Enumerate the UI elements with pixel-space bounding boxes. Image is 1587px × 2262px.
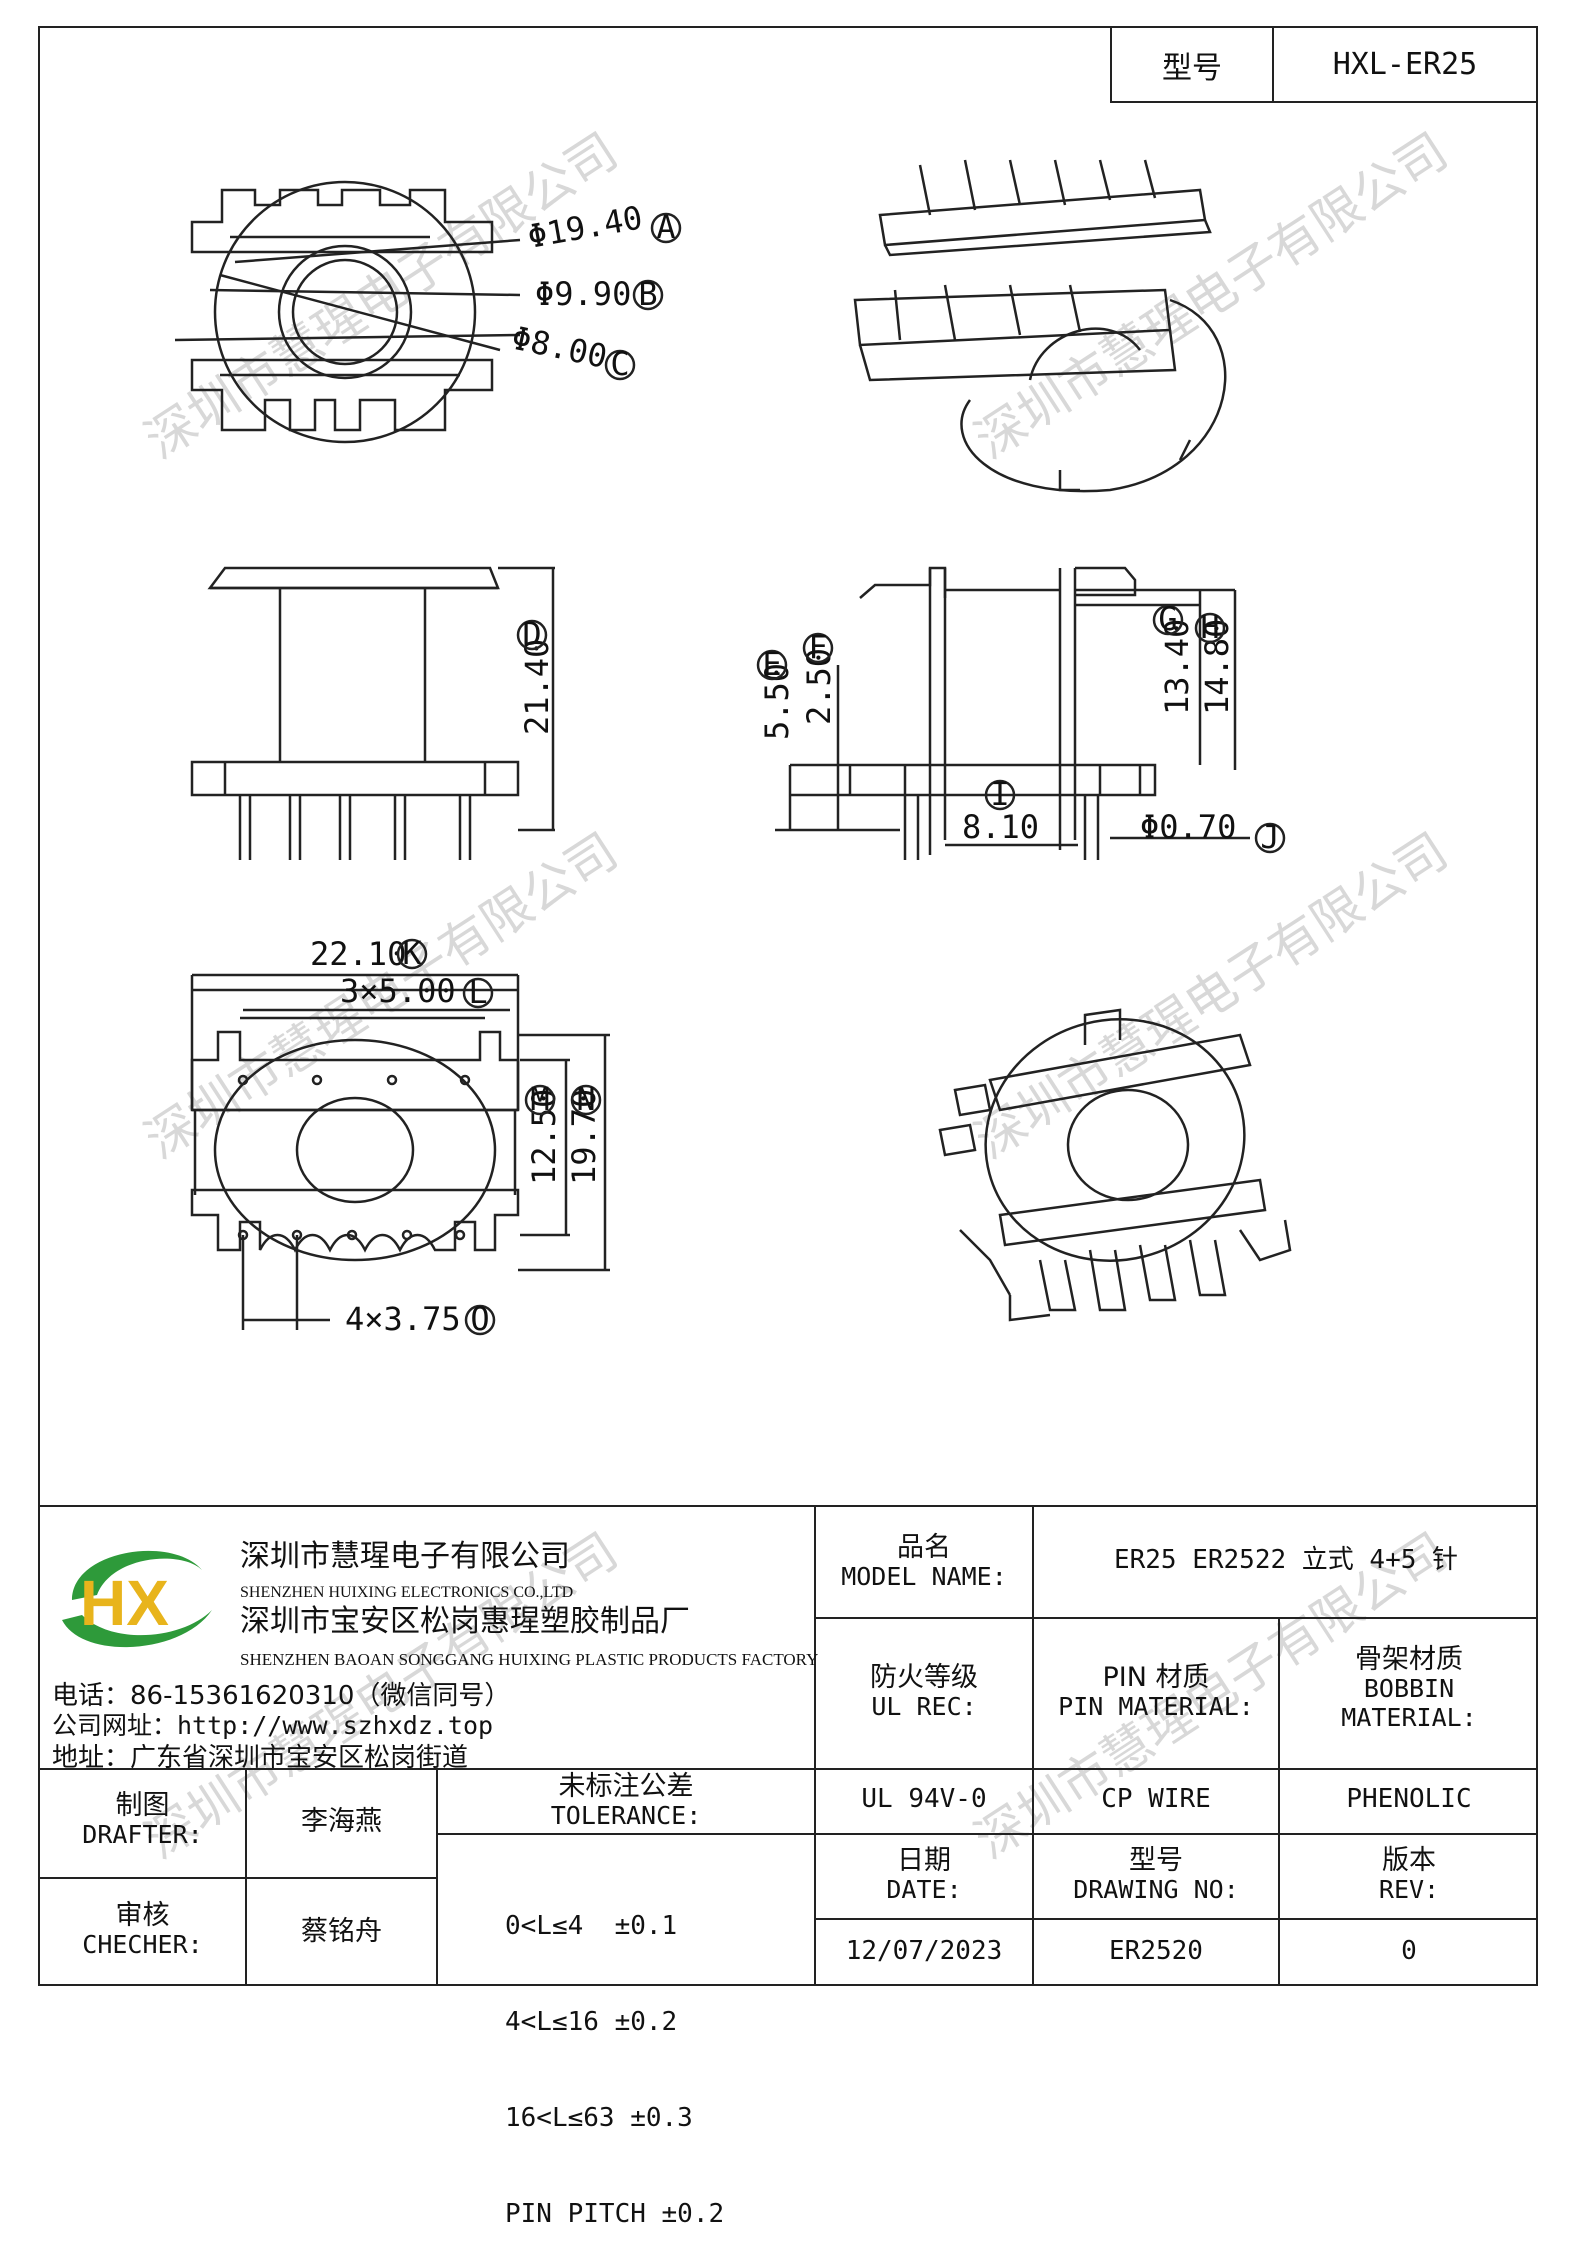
- dim-h: 14.80: [1198, 619, 1236, 715]
- watermark-2: 深圳市慧瑆电子有限公司: [965, 122, 1458, 470]
- dim-i: 8.10: [962, 808, 1039, 846]
- company-name-cn: 深圳市慧瑆电子有限公司: [240, 1539, 570, 1574]
- tb-hline-tol: [436, 1833, 814, 1835]
- drawing-no-label: 型号 DRAWING NO:: [1073, 1845, 1239, 1905]
- tb-vline-2: [1032, 1505, 1034, 1986]
- tolerance-values: 0<L≤4 ±0.1 4<L≤16 ±0.2 16<L≤63 ±0.3 PIN …: [505, 1846, 805, 2262]
- dim-f-mark: F: [808, 628, 827, 666]
- rev-label: 版本 REV:: [1378, 1845, 1440, 1905]
- factory-name-en: SHENZHEN BAOAN SONGGANG HUIXING PLASTIC …: [240, 1650, 819, 1669]
- logo-swoosh-bottom: [62, 1610, 212, 1648]
- tolerance-line-4: PIN PITCH ±0.2: [505, 2199, 725, 2229]
- dim-e-mark: E: [762, 645, 781, 683]
- side-view: [190, 566, 555, 860]
- dim-k-mark: K: [402, 934, 422, 972]
- logo-text: HX: [80, 1567, 169, 1639]
- logo-swoosh-top: [72, 1550, 202, 1600]
- bottom-view: [190, 973, 610, 1330]
- technical-drawing: 深圳市慧瑆电子有限公司 深圳市慧瑆电子有限公司 深圳市慧瑆电子有限公司 深圳市慧…: [135, 122, 1458, 1870]
- drawing-no-value: ER2520: [1109, 1936, 1203, 1966]
- front-view: [775, 566, 1250, 860]
- model-label: 型号: [1112, 28, 1274, 101]
- dim-o-mark: O: [470, 1300, 489, 1338]
- company-website: 公司网址：http://www.szhxdz.top: [52, 1711, 494, 1740]
- tolerance-label: 未标注公差 TOLERANCE:: [550, 1771, 702, 1831]
- isometric-view-2: [938, 1008, 1292, 1322]
- dim-b-mark: B: [638, 275, 657, 313]
- tb-vline-left2: [436, 1768, 438, 1986]
- watermark-4: 深圳市慧瑆电子有限公司: [965, 822, 1458, 1170]
- bobbin-material-value: PHENOLIC: [1346, 1784, 1472, 1814]
- tb-hline-r3: [814, 1833, 1538, 1835]
- rev-value: 0: [1401, 1936, 1417, 1966]
- model-name-value: ER25 ER2522 立式 4+5 针: [1113, 1545, 1459, 1575]
- date-value: 12/07/2023: [845, 1936, 1003, 1966]
- company-address: 地址：广东省深圳市宝安区松岗街道: [52, 1743, 469, 1773]
- fire-rating-value: UL 94V-0: [861, 1784, 987, 1814]
- dim-c: Φ8.00: [508, 319, 610, 376]
- company-phone: 电话：86-15361620310（微信同号）: [52, 1681, 511, 1711]
- dim-o: 4×3.75: [345, 1300, 461, 1338]
- tb-hline-r1: [814, 1617, 1538, 1619]
- tb-hline-left: [38, 1877, 436, 1879]
- dim-j-mark: J: [1260, 818, 1279, 856]
- dim-d-mark: D: [522, 615, 541, 653]
- drafter-label: 制图 DRAFTER:: [82, 1790, 203, 1850]
- checker-label: 审核 CHECHER:: [82, 1900, 203, 1960]
- drawing-frame: [38, 26, 1538, 1986]
- model-box: 型号 HXL-ER25: [1110, 26, 1538, 103]
- pin-material-label: PIN 材质 PIN MATERIAL:: [1058, 1662, 1254, 1722]
- drafter-value: 李海燕: [301, 1806, 382, 1837]
- isometric-view-1: [853, 159, 1227, 493]
- dim-l-mark: L: [468, 973, 487, 1011]
- company-logo: HX: [62, 1550, 212, 1648]
- dim-k: 22.10: [310, 935, 406, 973]
- pin-material-value: CP WIRE: [1101, 1784, 1211, 1814]
- tolerance-line-1: 0<L≤4 ±0.1: [505, 1911, 678, 1941]
- tb-vline-left1: [245, 1768, 247, 1986]
- model-name-label: 品名 MODEL NAME:: [841, 1532, 1007, 1592]
- dim-h-mark: H: [1200, 608, 1219, 646]
- factory-name-cn: 深圳市宝安区松岗惠瑆塑胶制品厂: [240, 1604, 690, 1639]
- tb-hline-r2: [38, 1768, 1538, 1770]
- tb-hline-top: [38, 1505, 1538, 1507]
- bobbin-material-label: 骨架材质 BOBBIN MATERIAL:: [1341, 1644, 1477, 1732]
- dim-g-mark: G: [1158, 600, 1177, 638]
- checker-value: 蔡铭舟: [301, 1916, 382, 1947]
- tb-vline-3: [1278, 1617, 1280, 1986]
- tb-vline-main: [814, 1505, 816, 1986]
- dim-c-mark: C: [610, 345, 629, 383]
- tolerance-line-3: 16<L≤63 ±0.3: [505, 2103, 693, 2133]
- dim-b: Φ9.90: [535, 275, 631, 313]
- dim-m-mark: M: [530, 1080, 549, 1118]
- dim-n-mark: N: [576, 1080, 595, 1118]
- fire-rating-label: 防火等级 UL REC:: [870, 1662, 978, 1722]
- company-name-en: SHENZHEN HUIXING ELECTRONICS CO.,LTD: [240, 1584, 574, 1601]
- dim-n: 19.70: [565, 1089, 603, 1185]
- top-view: [174, 180, 521, 444]
- dim-j: Φ0.70: [1140, 808, 1236, 846]
- dim-m: 12.50: [525, 1089, 563, 1185]
- dim-a-mark: A: [656, 208, 675, 246]
- dim-d: 21.40: [518, 639, 556, 735]
- dim-l: 3×5.00: [340, 972, 456, 1010]
- model-value: HXL-ER25: [1332, 47, 1478, 82]
- tb-hline-r4: [814, 1918, 1538, 1920]
- dim-i-mark: I: [990, 775, 1009, 813]
- date-label: 日期 DATE:: [886, 1845, 962, 1905]
